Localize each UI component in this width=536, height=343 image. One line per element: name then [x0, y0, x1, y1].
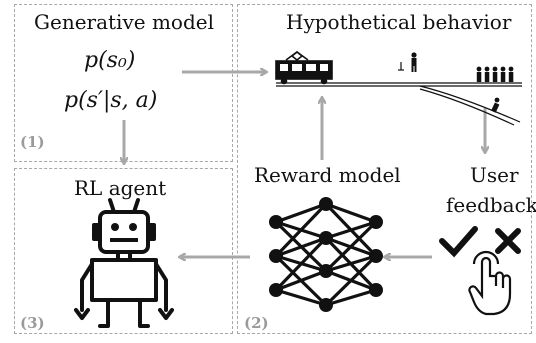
hand-pointer-icon	[468, 250, 512, 316]
reward-model-label: Reward model	[254, 163, 401, 187]
rl-agent-title: RL agent	[74, 176, 167, 200]
hypothetical-behavior-title: Hypothetical behavior	[286, 10, 512, 34]
checkmark-icon	[439, 226, 478, 258]
cross-icon	[495, 228, 521, 254]
robot-eyes	[110, 223, 138, 242]
user-feedback-label-line1: User	[470, 163, 519, 187]
panel-number-2: (2)	[244, 314, 269, 332]
single-person-on-side-track-icon	[491, 97, 500, 113]
tracks	[276, 62, 522, 126]
panel-number-3: (3)	[20, 314, 45, 332]
neural-network-icon	[269, 197, 383, 312]
arrows	[124, 72, 485, 257]
user-feedback-label-line2: feedback	[446, 193, 536, 217]
robot-icon	[74, 198, 174, 328]
group-of-people-icon	[476, 66, 514, 82]
person-icon	[411, 52, 417, 72]
rl-agent-panel	[14, 168, 233, 334]
formula-transition: p(s′|s, a)	[64, 88, 158, 113]
panel-number-1: (1)	[20, 133, 45, 151]
formula-initial-state: p(s₀)	[84, 48, 136, 73]
hypothetical-behavior-panel	[237, 4, 532, 334]
generative-model-title: Generative model	[34, 10, 214, 34]
tram-icon	[275, 50, 333, 85]
